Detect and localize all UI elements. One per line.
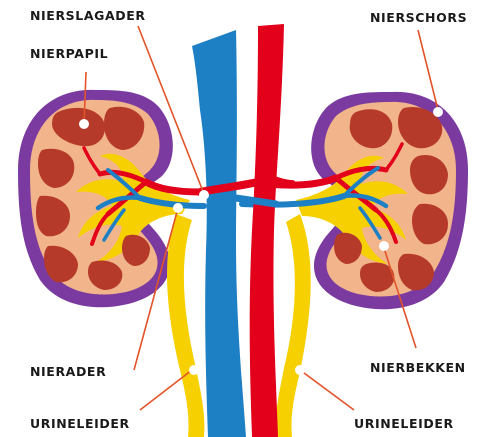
dot-nierslagader (200, 191, 209, 200)
label-nierader: NIERADER (30, 364, 106, 379)
dot-urineleider-left (190, 366, 199, 375)
leader-urineleider-left (140, 370, 192, 410)
label-nierschors: NIERSCHORS (370, 10, 467, 25)
label-nierbekken: NIERBEKKEN (370, 360, 466, 375)
left-kidney (18, 90, 204, 437)
label-nierslagader: NIERSLAGADER (30, 8, 146, 23)
right-ureter (276, 214, 311, 437)
label-nierpapil: NIERPAPIL (30, 46, 108, 61)
dot-nierpapil (80, 120, 89, 129)
dot-nierschors (434, 108, 443, 117)
dot-nierbekken (380, 242, 389, 251)
dot-nierader (174, 204, 183, 213)
left-ureter (167, 214, 204, 437)
vena-cava (192, 30, 246, 437)
label-urineleider-right: URINELEIDER (354, 416, 454, 431)
leader-urineleider-right (300, 370, 354, 410)
aorta (250, 24, 284, 437)
label-urineleider-left: URINELEIDER (30, 416, 130, 431)
dot-urineleider-right (296, 366, 305, 375)
right-renal-artery (274, 180, 292, 184)
